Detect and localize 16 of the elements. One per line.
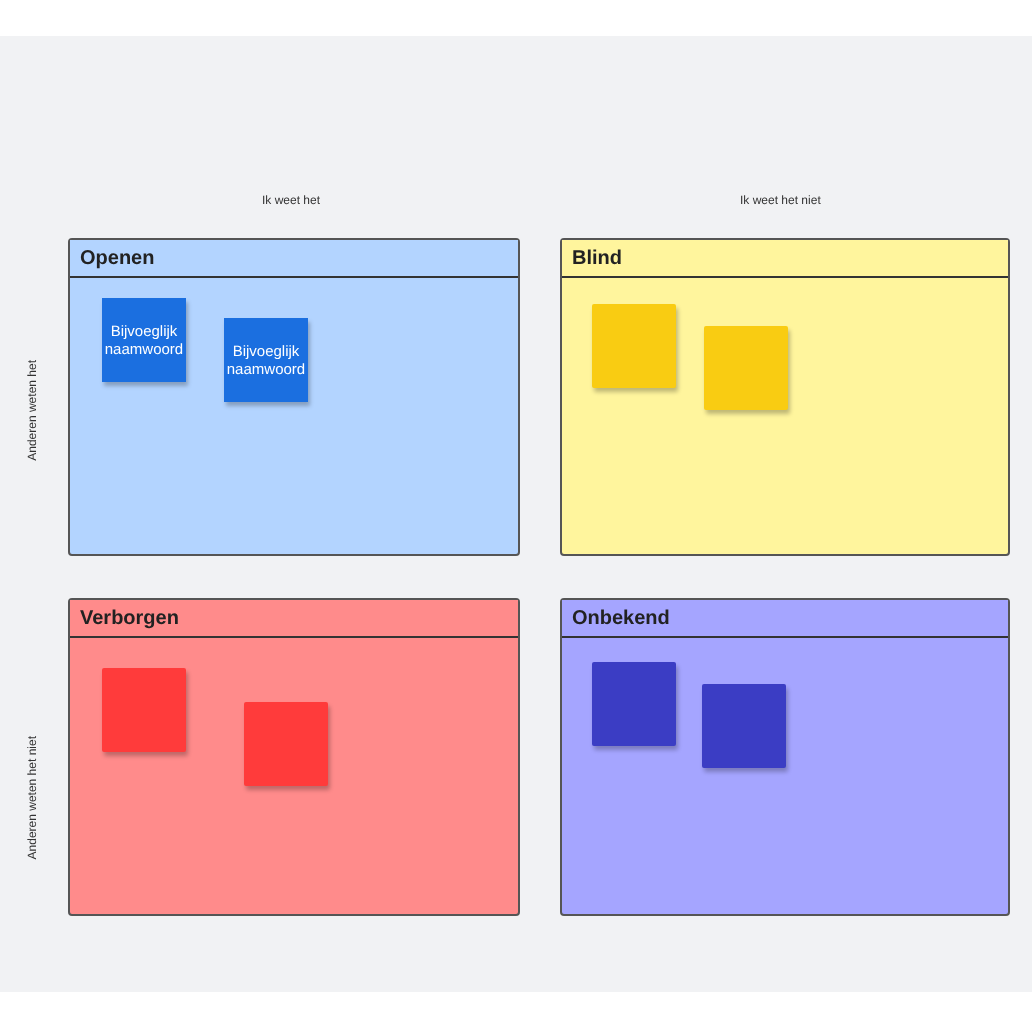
quadrant-panel: [560, 598, 1010, 916]
sticky-note: [592, 304, 676, 388]
sticky-note: [244, 702, 328, 786]
sticky-note: [592, 662, 676, 746]
quadrant-header: Onbekend: [562, 600, 1008, 638]
sticky-note: [102, 668, 186, 752]
sticky-note: [224, 318, 308, 402]
quadrant-panel: [68, 238, 520, 556]
quadrant-header: Verborgen: [70, 600, 518, 638]
quadrant-panel: [68, 598, 520, 916]
quadrant-header: Openen: [70, 240, 518, 278]
sticky-note: [702, 684, 786, 768]
sticky-note: [704, 326, 788, 410]
quadrant-panel: [560, 238, 1010, 556]
sticky-note: [102, 298, 186, 382]
quadrant-header: Blind: [562, 240, 1008, 278]
